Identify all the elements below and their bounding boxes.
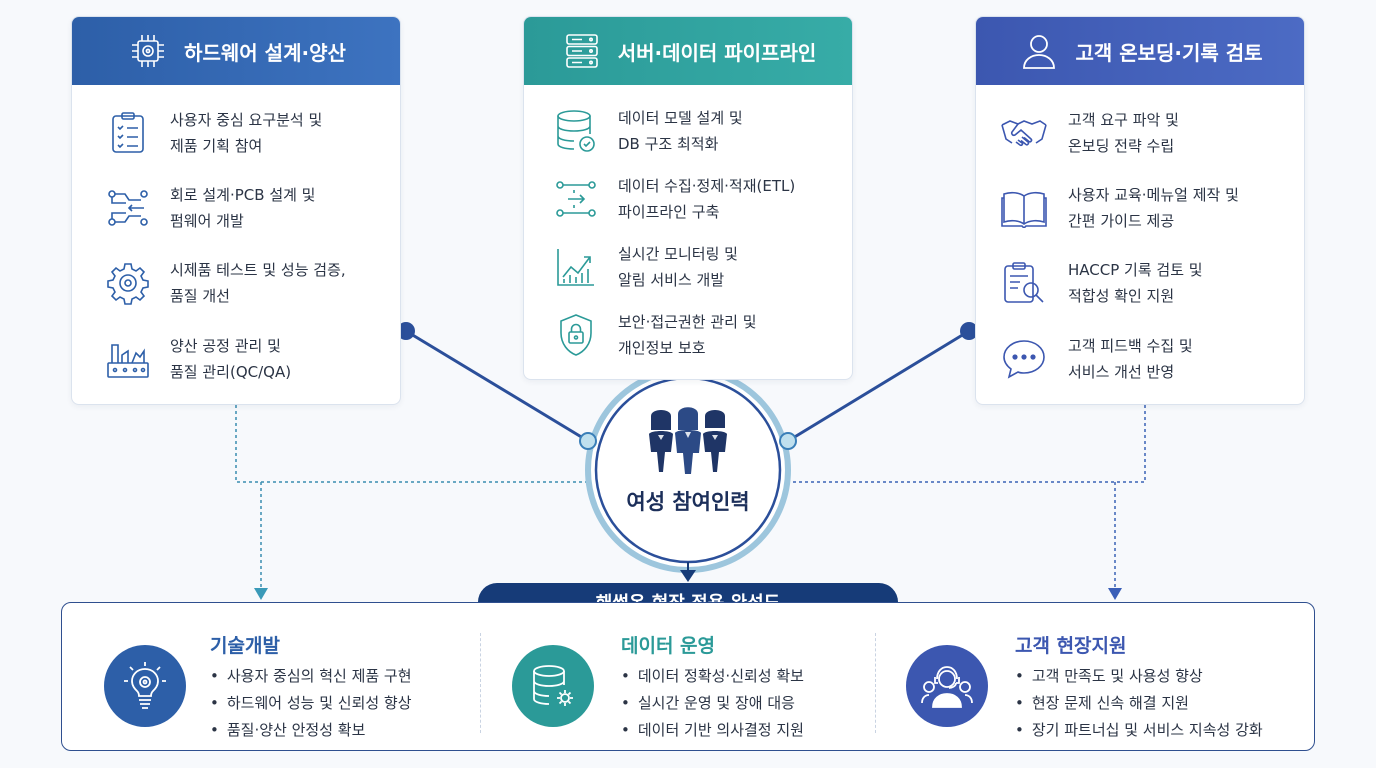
customer-card-header: 고객 온보딩·기록 검토 bbox=[976, 17, 1304, 85]
data-item-4-line1: 보안·접근권한 관리 및 bbox=[618, 313, 757, 331]
outcome-data-bullet-3: 데이터 기반 의사결정 지원 bbox=[621, 717, 804, 744]
customer-item-4-line2: 서비스 개선 반영 bbox=[1068, 363, 1175, 381]
outcome-column-tech: 기술개발 사용자 중심의 혁신 제품 구현 하드웨어 성능 및 신뢰성 향상 품… bbox=[62, 603, 480, 752]
factory-icon bbox=[104, 335, 152, 383]
chart-trend-icon bbox=[552, 243, 600, 291]
customer-item-3-line2: 적합성 확인 지원 bbox=[1068, 287, 1175, 305]
data-item-2: 데이터 수집·정제·적재(ETL) 파이프라인 구축 bbox=[524, 173, 852, 225]
center-arrowhead bbox=[680, 570, 696, 582]
data-pipeline-card: 서버·데이터 파이프라인 데이터 모델 설계 및 DB 구조 최적화 데이터 수집… bbox=[523, 16, 853, 380]
customer-item-2-line1: 사용자 교육·메뉴얼 제작 및 bbox=[1068, 186, 1239, 204]
center-left-node bbox=[579, 432, 597, 450]
hardware-item-1-line2: 제품 기획 참여 bbox=[170, 137, 263, 155]
circuit-icon bbox=[104, 184, 152, 232]
database-icon bbox=[552, 107, 600, 155]
data-item-2-line1: 데이터 수집·정제·적재(ETL) bbox=[618, 177, 796, 195]
data-card-title: 서버·데이터 파이프라인 bbox=[617, 40, 817, 65]
clipboard-search-icon bbox=[1000, 259, 1048, 307]
outcome-column-customer: 고객 현장지원 고객 만족도 및 사용성 향상 현장 문제 신속 해결 지원 장… bbox=[875, 603, 1315, 752]
right-arrowhead bbox=[1108, 588, 1122, 600]
hardware-item-1-line1: 사용자 중심 요구분석 및 bbox=[170, 111, 323, 129]
gear-icon bbox=[104, 259, 152, 307]
database-gear-icon bbox=[512, 645, 594, 727]
outcome-title-customer: 고객 현장지원 bbox=[1015, 635, 1127, 657]
right-diagonal-connector bbox=[787, 329, 970, 443]
outcome-list-tech: 사용자 중심의 혁신 제품 구현 하드웨어 성능 및 신뢰성 향상 품질·양산 … bbox=[210, 663, 412, 744]
outcome-data-bullet-2: 실시간 운영 및 장애 대응 bbox=[621, 690, 804, 717]
center-hub: 여성 참여인력 bbox=[585, 386, 791, 556]
customer-item-1-line2: 온보딩 전략 수립 bbox=[1068, 137, 1175, 155]
outcome-list-data: 데이터 정확성·신뢰성 확보 실시간 운영 및 장애 대응 데이터 기반 의사결… bbox=[621, 663, 804, 744]
hardware-card-header: 하드웨어 설계·양산 bbox=[72, 17, 400, 85]
hardware-item-4-line2: 품질 관리(QC/QA) bbox=[170, 363, 292, 381]
customer-item-3-line1: HACCP 기록 검토 및 bbox=[1068, 261, 1203, 279]
server-icon bbox=[560, 29, 604, 73]
data-item-1-line1: 데이터 모델 설계 및 bbox=[618, 109, 743, 127]
shield-lock-icon bbox=[552, 311, 600, 359]
clipboard-checklist-icon bbox=[104, 109, 152, 157]
hardware-item-2-line2: 펌웨어 개발 bbox=[170, 212, 244, 230]
data-item-3-line2: 알림 서비스 개발 bbox=[618, 271, 725, 289]
outcome-list-customer: 고객 만족도 및 사용성 향상 현장 문제 신속 해결 지원 장기 파트너십 및… bbox=[1015, 663, 1263, 744]
outcome-tech-bullet-2: 하드웨어 성능 및 신뢰성 향상 bbox=[210, 690, 412, 717]
column-divider-1 bbox=[480, 633, 481, 733]
chip-gear-icon bbox=[126, 29, 170, 73]
hardware-item-3-line2: 품질 개선 bbox=[170, 287, 230, 305]
right-connector-dot bbox=[960, 322, 978, 340]
outcome-customer-bullet-2: 현장 문제 신속 해결 지원 bbox=[1015, 690, 1263, 717]
chat-bubble-icon bbox=[1000, 335, 1048, 383]
center-right-node bbox=[779, 432, 797, 450]
book-icon bbox=[1000, 184, 1048, 232]
hardware-card-title: 하드웨어 설계·양산 bbox=[184, 40, 346, 65]
customer-card-title: 고객 온보딩·기록 검토 bbox=[1075, 40, 1263, 65]
support-team-icon bbox=[906, 645, 988, 727]
column-divider-2 bbox=[875, 633, 876, 733]
customer-item-4-line1: 고객 피드백 수집 및 bbox=[1068, 337, 1193, 355]
outcome-customer-bullet-3: 장기 파트너십 및 서비스 지속성 강화 bbox=[1015, 717, 1263, 744]
outcome-title-tech: 기술개발 bbox=[210, 635, 280, 657]
outcome-customer-bullet-1: 고객 만족도 및 사용성 향상 bbox=[1015, 663, 1263, 690]
center-title: 여성 참여인력 bbox=[626, 490, 750, 514]
data-item-1: 데이터 모델 설계 및 DB 구조 최적화 bbox=[524, 105, 852, 157]
women-group-icon bbox=[649, 407, 727, 474]
hardware-item-4-line1: 양산 공정 관리 및 bbox=[170, 337, 281, 355]
left-connector-dot bbox=[397, 322, 415, 340]
data-card-header: 서버·데이터 파이프라인 bbox=[524, 17, 852, 85]
pipeline-icon bbox=[552, 175, 600, 223]
outcome-data-bullet-1: 데이터 정확성·신뢰성 확보 bbox=[621, 663, 804, 690]
data-item-1-line2: DB 구조 최적화 bbox=[618, 135, 719, 153]
data-item-4-line2: 개인정보 보호 bbox=[618, 339, 706, 357]
left-arrowhead bbox=[254, 588, 268, 600]
hardware-item-3: 시제품 테스트 및 성능 검증, 품질 개선 bbox=[72, 257, 400, 309]
outcome-tech-bullet-3: 품질·양산 안정성 확보 bbox=[210, 717, 412, 744]
user-icon bbox=[1017, 29, 1061, 73]
customer-item-1-line1: 고객 요구 파악 및 bbox=[1068, 111, 1179, 129]
right-dotted-connector bbox=[790, 405, 1146, 592]
lightbulb-icon bbox=[104, 645, 186, 727]
hardware-item-2-line1: 회로 설계·PCB 설계 및 bbox=[170, 186, 316, 204]
outcome-panel: 기술개발 사용자 중심의 혁신 제품 구현 하드웨어 성능 및 신뢰성 향상 품… bbox=[61, 602, 1315, 751]
hardware-item-3-line1: 시제품 테스트 및 성능 검증, bbox=[170, 261, 346, 279]
outcome-column-data: 데이터 운영 데이터 정확성·신뢰성 확보 실시간 운영 및 장애 대응 데이터… bbox=[480, 603, 875, 752]
customer-item-2-line2: 간편 가이드 제공 bbox=[1068, 212, 1175, 230]
data-item-3-line1: 실시간 모니터링 및 bbox=[618, 245, 738, 263]
outcome-title-data: 데이터 운영 bbox=[621, 635, 716, 657]
data-item-2-line2: 파이프라인 구축 bbox=[618, 203, 720, 221]
outcome-tech-bullet-1: 사용자 중심의 혁신 제품 구현 bbox=[210, 663, 412, 690]
left-diagonal-connector bbox=[405, 329, 589, 443]
left-dotted-connector bbox=[235, 405, 588, 592]
handshake-icon bbox=[1000, 109, 1048, 157]
